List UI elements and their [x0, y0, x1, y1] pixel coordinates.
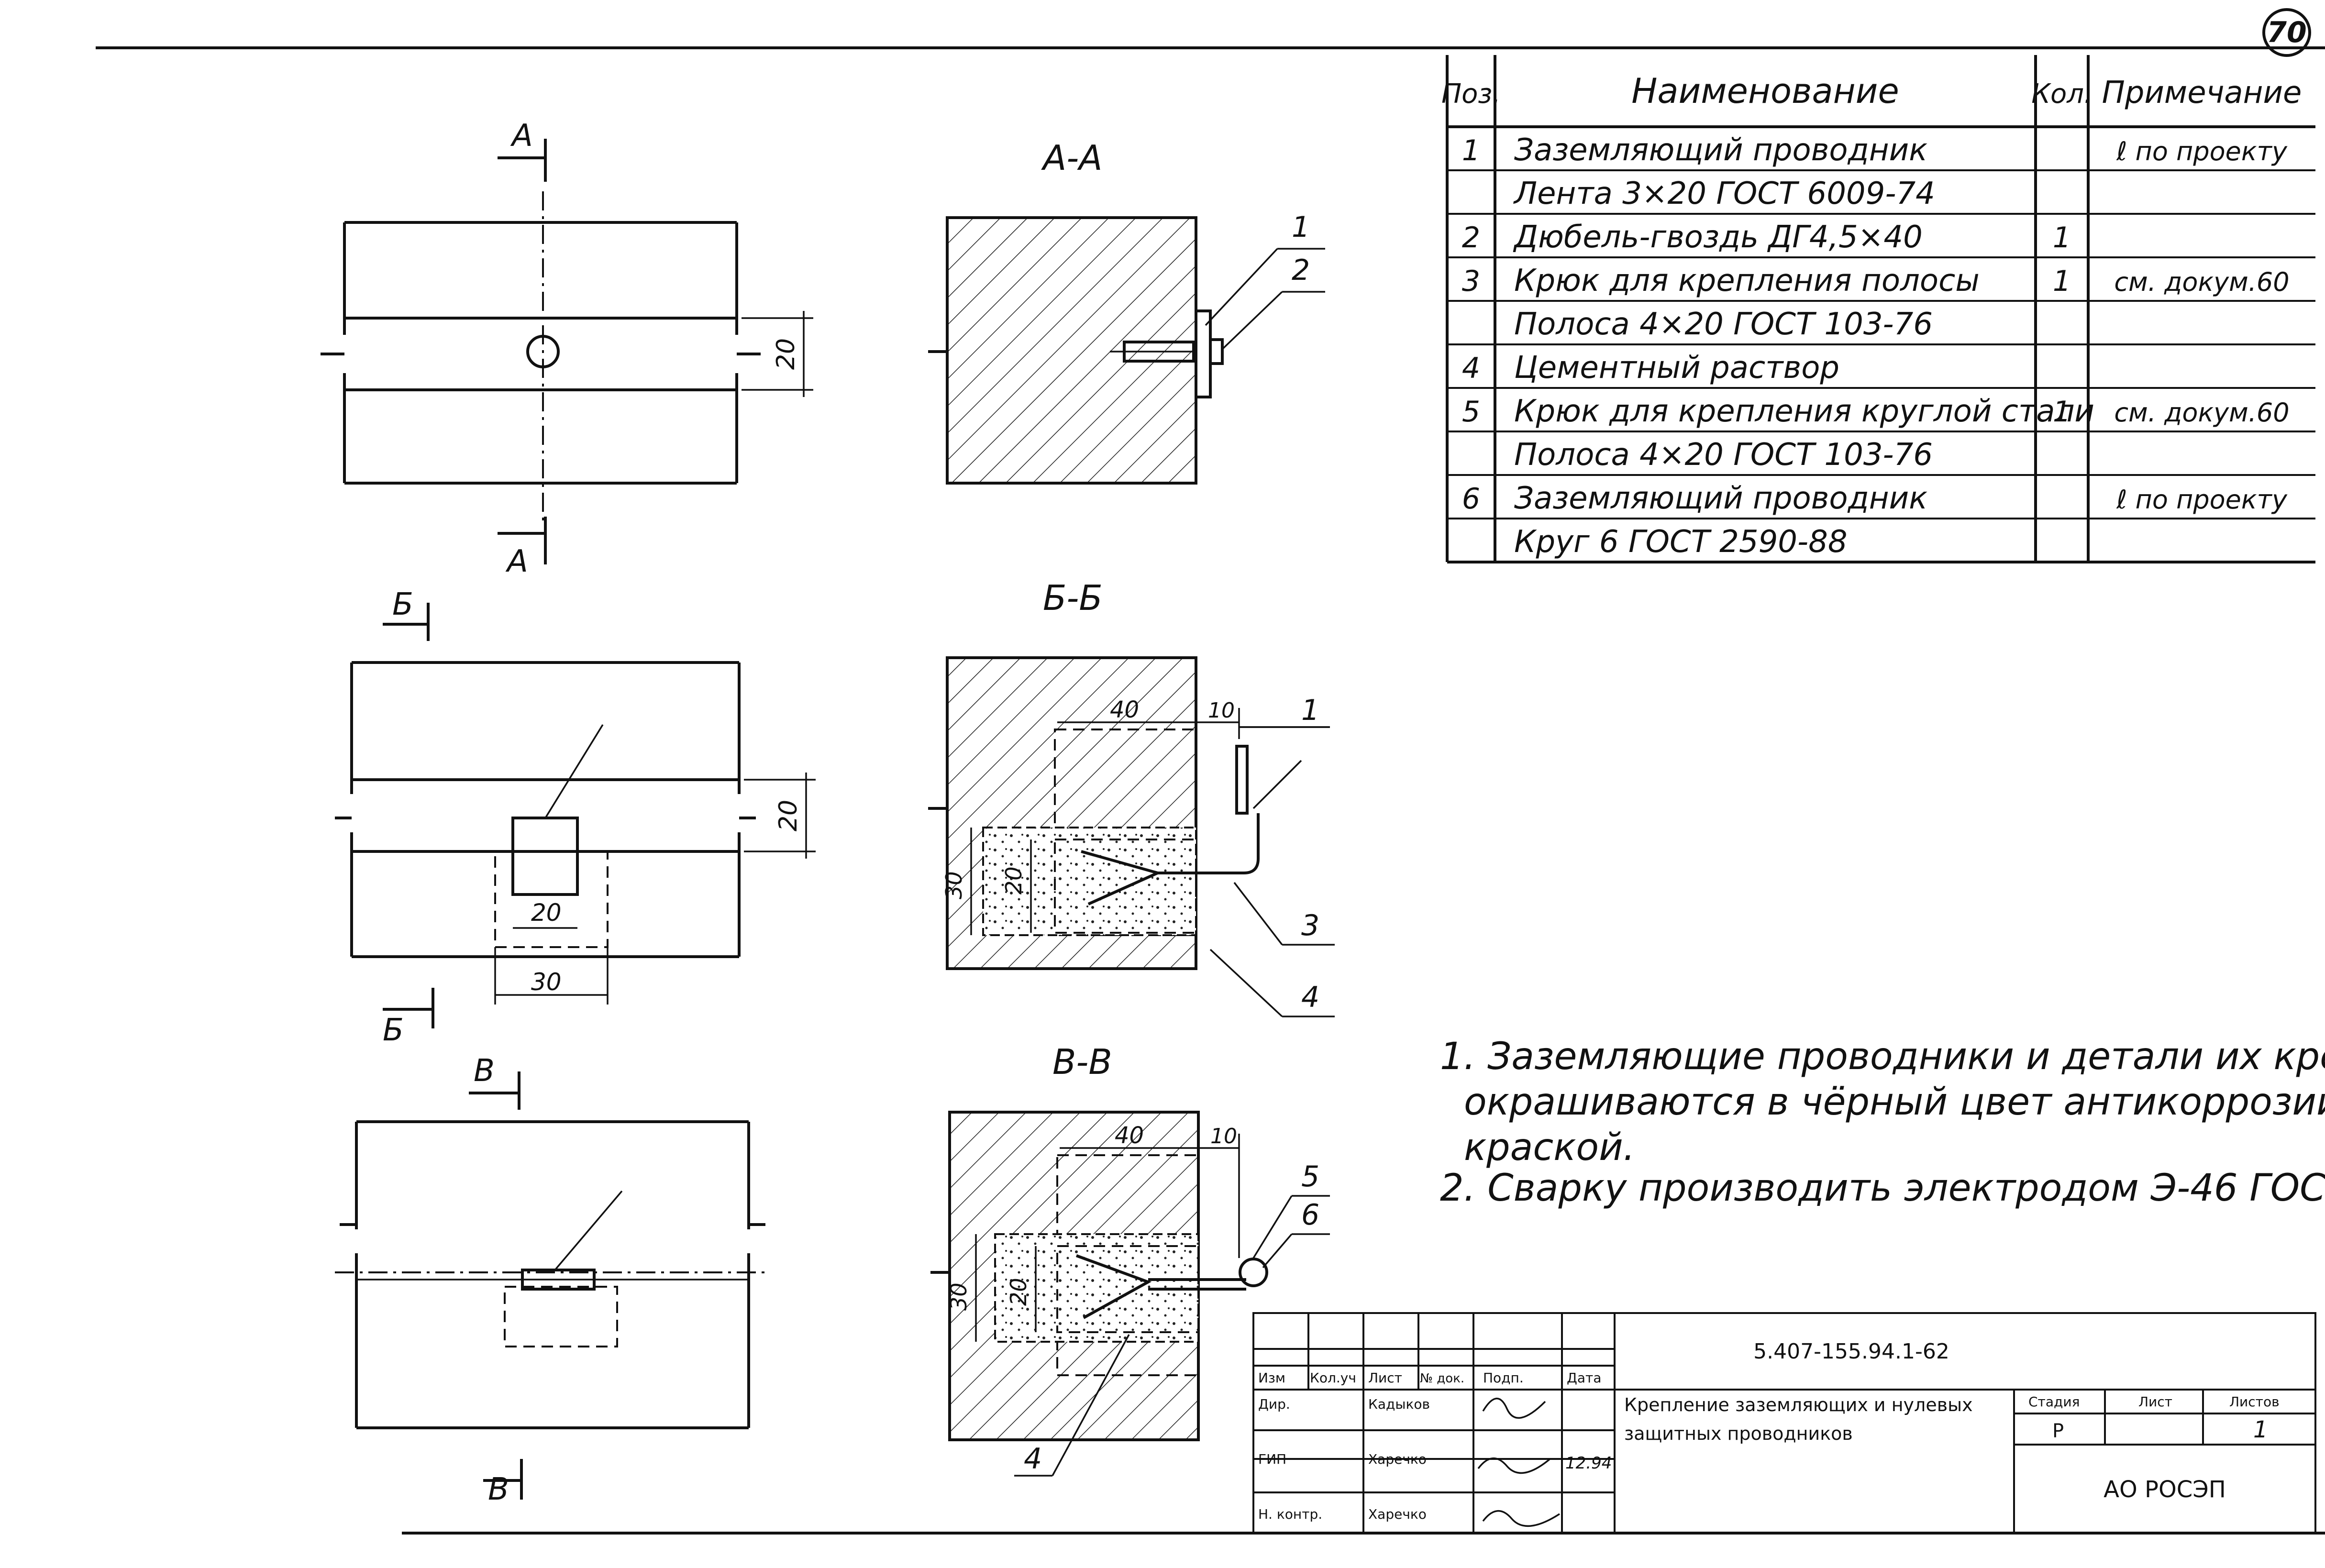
spec-row-name: Крюк для крепления круглой стали	[1514, 394, 2094, 429]
spec-header-pos: Поз.	[1441, 78, 1501, 110]
tb-stage: Р	[2052, 1420, 2064, 1442]
tb-sheets-label: Листов	[2229, 1394, 2280, 1410]
spec-row-pos: 4	[1462, 352, 1480, 385]
dim-plate-30: 30	[531, 968, 562, 996]
spec-row-note: см. докум.60	[2114, 398, 2289, 428]
spec-row-name: Полоса 4×20 ГОСТ 103-76	[1514, 307, 1933, 342]
tb-role-nkontr: Н. контр.	[1258, 1506, 1322, 1522]
spec-header-qty: Кол.	[2031, 78, 2092, 110]
tb-sheet-label: Лист	[2138, 1394, 2172, 1410]
callout-2-a: 2	[1292, 254, 1310, 287]
tb-col-data: Дата	[1567, 1370, 1602, 1386]
spec-row-name: Заземляющий проводник	[1514, 133, 1927, 168]
note-line-2: окрашиваются в чёрный цвет антикоррозийн…	[1464, 1081, 2325, 1124]
tb-title-line-2: защитных проводников	[1624, 1423, 1853, 1444]
tb-col-ndok: № док.	[1420, 1371, 1464, 1386]
plan-view-a: 20 А А	[321, 118, 813, 579]
spec-row-name: Заземляющий проводник	[1514, 481, 1927, 516]
dim-mortar-20-b: 20	[1001, 866, 1027, 894]
section-a-a: А-А 1 2	[928, 138, 1325, 485]
spec-row-pos: 6	[1462, 482, 1480, 516]
tb-date-gip: 12.94	[1565, 1454, 1612, 1473]
callout-4-c: 4	[1024, 1442, 1042, 1476]
spec-row-pos: 1	[1462, 134, 1480, 167]
tb-role-dir: Дир.	[1258, 1396, 1290, 1412]
spec-row-pos: 5	[1462, 395, 1480, 429]
callout-1-a: 1	[1292, 210, 1310, 244]
notes: 1. Заземляющие проводники и детали их кр…	[1440, 1035, 2325, 1210]
spec-row-name: Крюк для крепления полосы	[1514, 263, 1980, 298]
cut-label-c-bottom: В	[488, 1472, 509, 1507]
title-block: Изм Кол.уч Лист № док. Подп. Дата Дир. К…	[1252, 1312, 2316, 1534]
tb-col-kolych: Кол.уч	[1310, 1370, 1356, 1386]
spec-row-name: Лента 3×20 ГОСТ 6009-74	[1513, 176, 1935, 211]
spec-row-note: см. докум.60	[2114, 267, 2289, 297]
spec-row-name: Дюбель-гвоздь ДГ4,5×40	[1513, 220, 1923, 255]
spec-row-qty: 1	[2053, 221, 2071, 254]
signature-nkontr	[1482, 1510, 1560, 1527]
tb-role-gip: ГИП	[1258, 1451, 1286, 1467]
callout-6-c: 6	[1301, 1198, 1319, 1232]
section-title-b-b: Б-Б	[1043, 578, 1103, 618]
tb-name-nkontr: Харечко	[1368, 1506, 1427, 1522]
callout-1-b: 1	[1301, 694, 1319, 727]
tb-col-podp: Подп.	[1483, 1370, 1524, 1386]
note-line-3: краской.	[1464, 1126, 1635, 1169]
callout-4-b: 4	[1301, 981, 1319, 1014]
note-line-1: 1. Заземляющие проводники и детали их кр…	[1440, 1035, 2325, 1078]
dim-offset-10-c: 10	[1210, 1124, 1237, 1148]
dim-depth-40-c: 40	[1115, 1122, 1144, 1149]
dim-depth-40-b: 40	[1110, 696, 1139, 723]
sheet-number-badge: 70	[2262, 8, 2311, 57]
tb-col-izm: Изм	[1258, 1370, 1285, 1386]
signature-dir	[1482, 1398, 1546, 1419]
dim-mortar-30-c: 30	[946, 1282, 972, 1311]
section-b-b: Б-Б 40 10 30 20 1 3 4	[928, 578, 1335, 1017]
spec-row-name: Полоса 4×20 ГОСТ 103-76	[1514, 437, 1933, 473]
sheet-number: 70	[2267, 16, 2307, 49]
spec-row-name: Круг 6 ГОСТ 2590-88	[1514, 524, 1848, 560]
plan-view-b: 20 20 30 Б Б	[335, 587, 816, 1048]
cut-label-b-bottom: Б	[383, 1013, 404, 1048]
dim-mortar-20-c: 20	[1006, 1278, 1031, 1306]
cut-label-b-top: Б	[392, 587, 413, 622]
spec-row-qty: 1	[2053, 395, 2071, 429]
cut-label-c-top: В	[474, 1053, 495, 1089]
callout-5-c: 5	[1301, 1160, 1319, 1193]
spec-row-qty: 1	[2053, 265, 2071, 298]
dim-plate-20: 20	[531, 899, 562, 927]
callout-3-b: 3	[1301, 909, 1319, 942]
section-c-c: В-В 40 10 30 20 5 6 4	[930, 1042, 1330, 1477]
tb-sheets: 1	[2253, 1416, 2268, 1443]
tb-col-list: Лист	[1368, 1370, 1402, 1386]
dim-offset-10-b: 10	[1208, 698, 1235, 723]
tb-doc-code: 5.407-155.94.1-62	[1753, 1339, 1949, 1364]
spec-row-name: Цементный раствор	[1514, 350, 1839, 386]
tb-organization: АО РОСЭП	[2104, 1476, 2226, 1503]
cut-label-a-top: А	[510, 118, 533, 154]
spec-row-pos: 2	[1462, 221, 1480, 254]
dim-strip-width-a: 20	[772, 338, 800, 370]
spec-header-name: Наименование	[1631, 71, 1899, 111]
dim-mortar-30-b: 30	[941, 871, 967, 899]
signature-gip	[1477, 1458, 1551, 1474]
dim-strip-width-b: 20	[774, 800, 803, 831]
spec-row-note: ℓ по проекту	[2116, 485, 2288, 515]
tb-name-dir: Кадыков	[1368, 1396, 1430, 1412]
spec-header-note: Примечание	[2102, 75, 2302, 110]
note-line-4: 2. Сварку производить электродом Э-46 ГО…	[1440, 1167, 2325, 1210]
spec-row-note: ℓ по проекту	[2116, 136, 2288, 166]
tb-title-line-1: Крепление заземляющих и нулевых	[1624, 1394, 1973, 1415]
spec-row-pos: 3	[1462, 265, 1480, 298]
section-title-a-a: А-А	[1041, 138, 1103, 178]
cut-label-a-bottom: А	[505, 544, 528, 579]
tb-name-gip: Харечко	[1368, 1451, 1427, 1467]
plan-view-c: В В	[335, 1053, 770, 1507]
tb-stage-label: Стадия	[2028, 1394, 2080, 1410]
section-title-c-c: В-В	[1052, 1042, 1112, 1082]
